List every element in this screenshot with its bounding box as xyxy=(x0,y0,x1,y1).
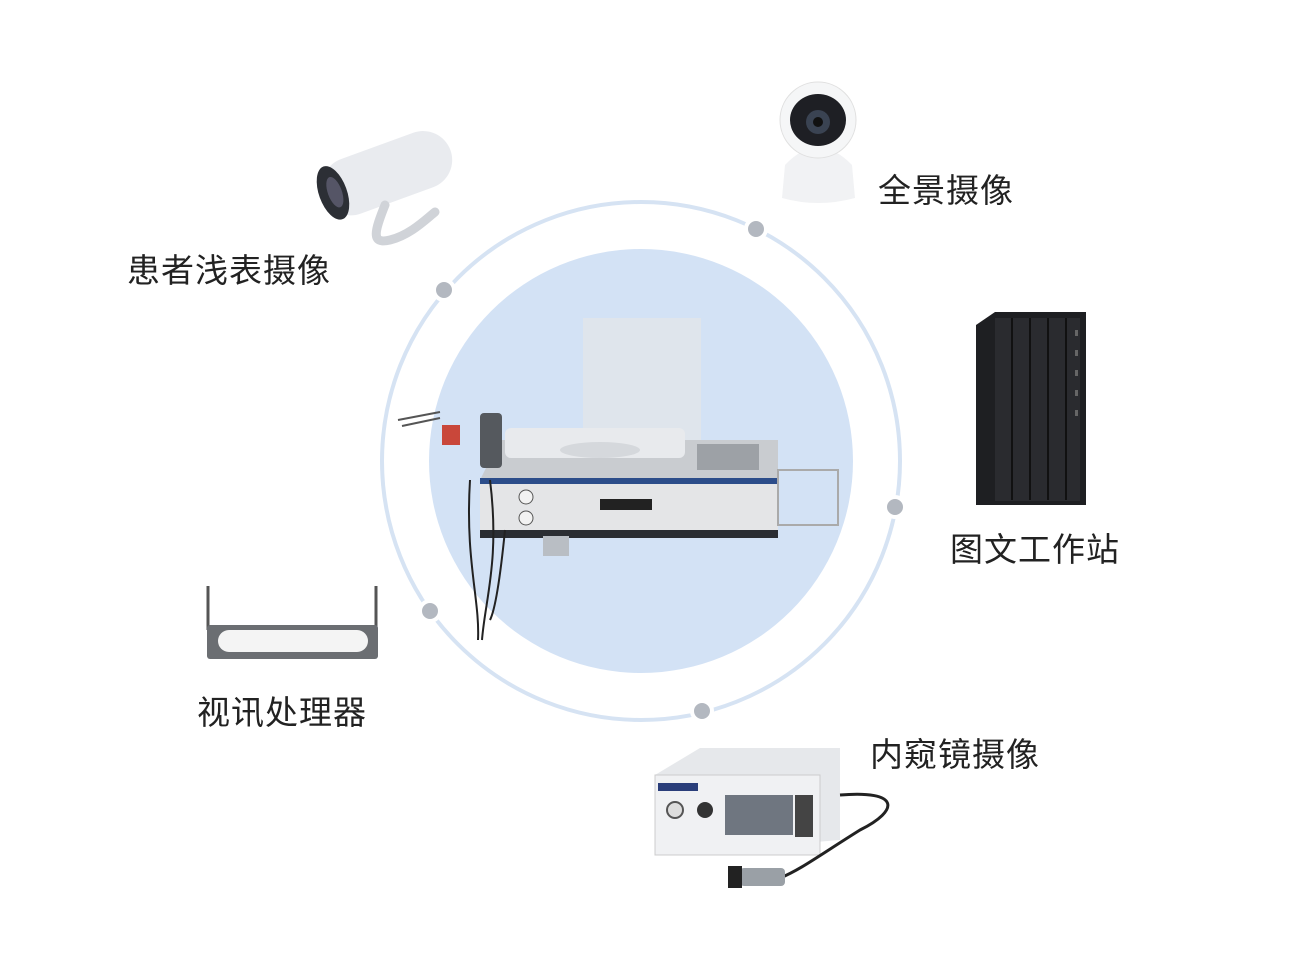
endoscope-camera-image xyxy=(654,748,890,888)
ring-nodes xyxy=(418,217,907,723)
connection-ring xyxy=(380,200,902,722)
node-surface xyxy=(432,278,456,302)
panoramic-camera-image xyxy=(779,81,857,203)
video-processor-image xyxy=(206,586,378,659)
label-endoscope-camera: 内窥镜摄像 xyxy=(870,735,1040,774)
surface-camera-image xyxy=(316,131,453,246)
node-endoscope xyxy=(690,699,714,723)
label-panoramic-camera: 全景摄像 xyxy=(878,171,1014,210)
label-surface-camera: 患者浅表摄像 xyxy=(127,251,331,290)
workstation-image xyxy=(976,312,1086,505)
node-workstation xyxy=(883,495,907,519)
node-panoramic xyxy=(744,217,768,241)
label-workstation: 图文工作站 xyxy=(950,530,1120,569)
label-video-processor: 视讯处理器 xyxy=(197,693,367,732)
treatment-unit-image xyxy=(397,318,839,641)
node-processor xyxy=(418,599,442,623)
